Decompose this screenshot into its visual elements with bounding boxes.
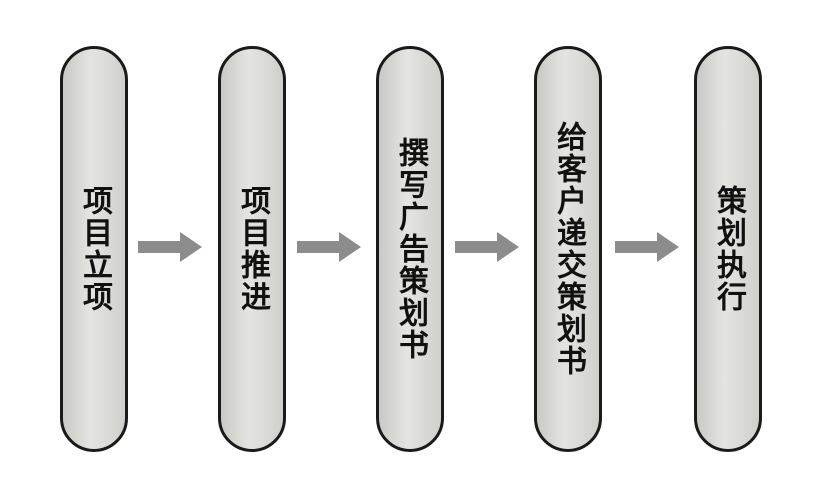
step-pill-5: 策划执行 bbox=[694, 46, 762, 452]
arrow-icon-1 bbox=[138, 232, 202, 262]
step-label-2: 项目推进 bbox=[235, 185, 270, 313]
step-pill-1: 项目立项 bbox=[60, 46, 128, 452]
arrow-icon-4 bbox=[615, 232, 679, 262]
arrow-icon-2 bbox=[297, 232, 361, 262]
step-pill-2: 项目推进 bbox=[218, 46, 286, 452]
arrow-icon-3 bbox=[455, 232, 519, 262]
step-label-4: 给客户递交策划书 bbox=[551, 121, 586, 377]
step-label-3: 撰写广告策划书 bbox=[393, 137, 428, 361]
step-pill-4: 给客户递交策划书 bbox=[534, 46, 602, 452]
step-label-1: 项目立项 bbox=[77, 185, 112, 313]
step-pill-3: 撰写广告策划书 bbox=[376, 46, 444, 452]
step-label-5: 策划执行 bbox=[711, 185, 746, 313]
